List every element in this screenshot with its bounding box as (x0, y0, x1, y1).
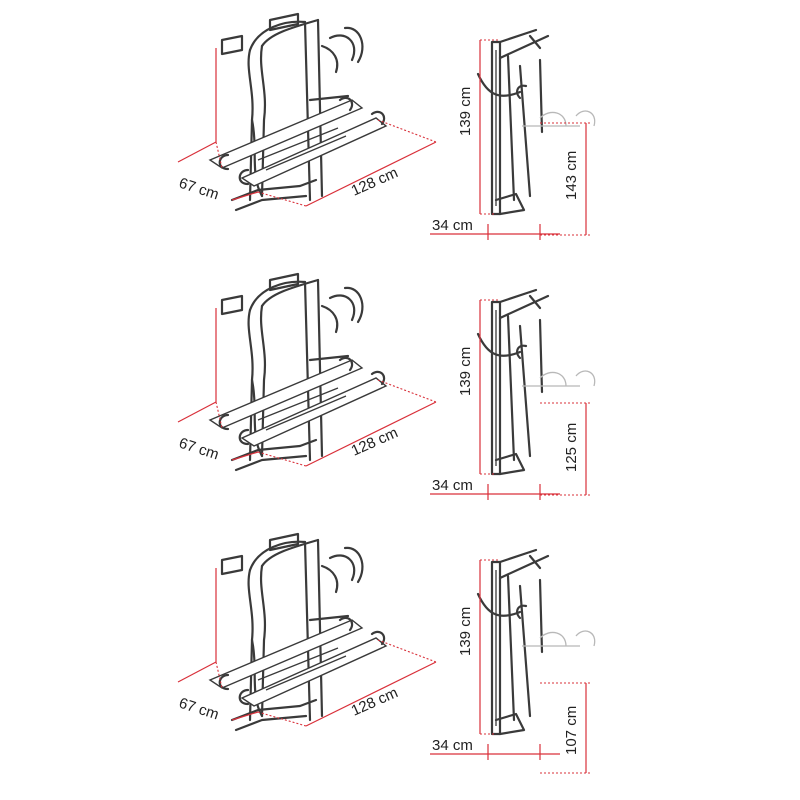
variant-3: 67 cm 128 cm 139 cm 34 cm 107 cm (177, 532, 596, 774)
width-dimension-label: 128 cm (349, 164, 401, 200)
overall-height-dimension-label: 107 cm (563, 706, 580, 755)
carrier-isometric-view (208, 12, 388, 212)
width-dimension-label: 128 cm (349, 684, 401, 720)
overall-height-dimension-label: 143 cm (563, 151, 580, 200)
offset-dimension-label: 34 cm (432, 217, 473, 234)
offset-dimension-label: 34 cm (432, 737, 473, 754)
depth-dimension-label: 67 cm (177, 435, 221, 464)
variant-1: 67 cm 128 cm 139 cm 34 cm 143 cm (177, 12, 596, 240)
height-dimension-label: 139 cm (457, 607, 474, 656)
width-dimension-label: 128 cm (349, 424, 401, 460)
overall-height-dimension-label: 125 cm (563, 423, 580, 472)
depth-dimension-label: 67 cm (177, 175, 221, 204)
depth-dimension-label: 67 cm (177, 695, 221, 724)
carrier-side-view (476, 548, 596, 736)
carrier-isometric-view (208, 532, 388, 732)
offset-dimension-label: 34 cm (432, 477, 473, 494)
carrier-isometric-view (208, 272, 388, 472)
variant-2: 67 cm 128 cm 139 cm 34 cm 125 cm (177, 272, 596, 500)
carrier-side-view (476, 288, 596, 476)
height-dimension-label: 139 cm (457, 87, 474, 136)
height-dimension-label: 139 cm (457, 347, 474, 396)
